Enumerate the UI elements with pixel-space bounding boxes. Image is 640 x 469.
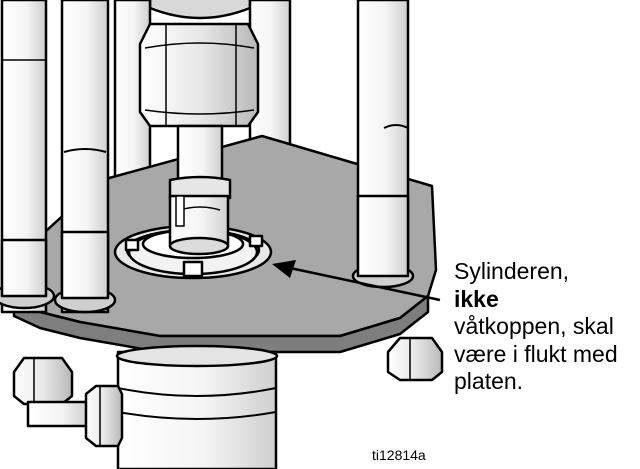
bottom-right-bolt [386, 336, 444, 382]
callout-arrowhead [272, 260, 296, 278]
bottom-left-bolt [12, 356, 74, 406]
callout-line-5: platen. [454, 368, 524, 394]
displacement-rod [176, 124, 224, 184]
callout-line-1: Sylinderen, [454, 258, 570, 284]
cylinder [168, 194, 230, 256]
hex-nut [138, 22, 260, 128]
front-middle-tie-rod [53, 0, 117, 314]
side-fitting [26, 384, 124, 448]
figure-id: ti12814a [372, 447, 426, 463]
callout-text: Sylinderen, ikke våtkoppen, skal være i … [454, 258, 640, 396]
front-right-tie-rod [351, 0, 415, 289]
callout-line-3: våtkoppen, skal [454, 313, 614, 339]
plate-edge [12, 294, 430, 354]
top-fitting [148, 0, 252, 20]
callout-leader-line [289, 266, 441, 302]
callout-line-2-emphasis: ikke [454, 285, 499, 312]
callout-line-4: være i flukt med [454, 340, 618, 367]
front-left-tie-rod [0, 0, 56, 314]
lower-pump-body [115, 344, 279, 469]
